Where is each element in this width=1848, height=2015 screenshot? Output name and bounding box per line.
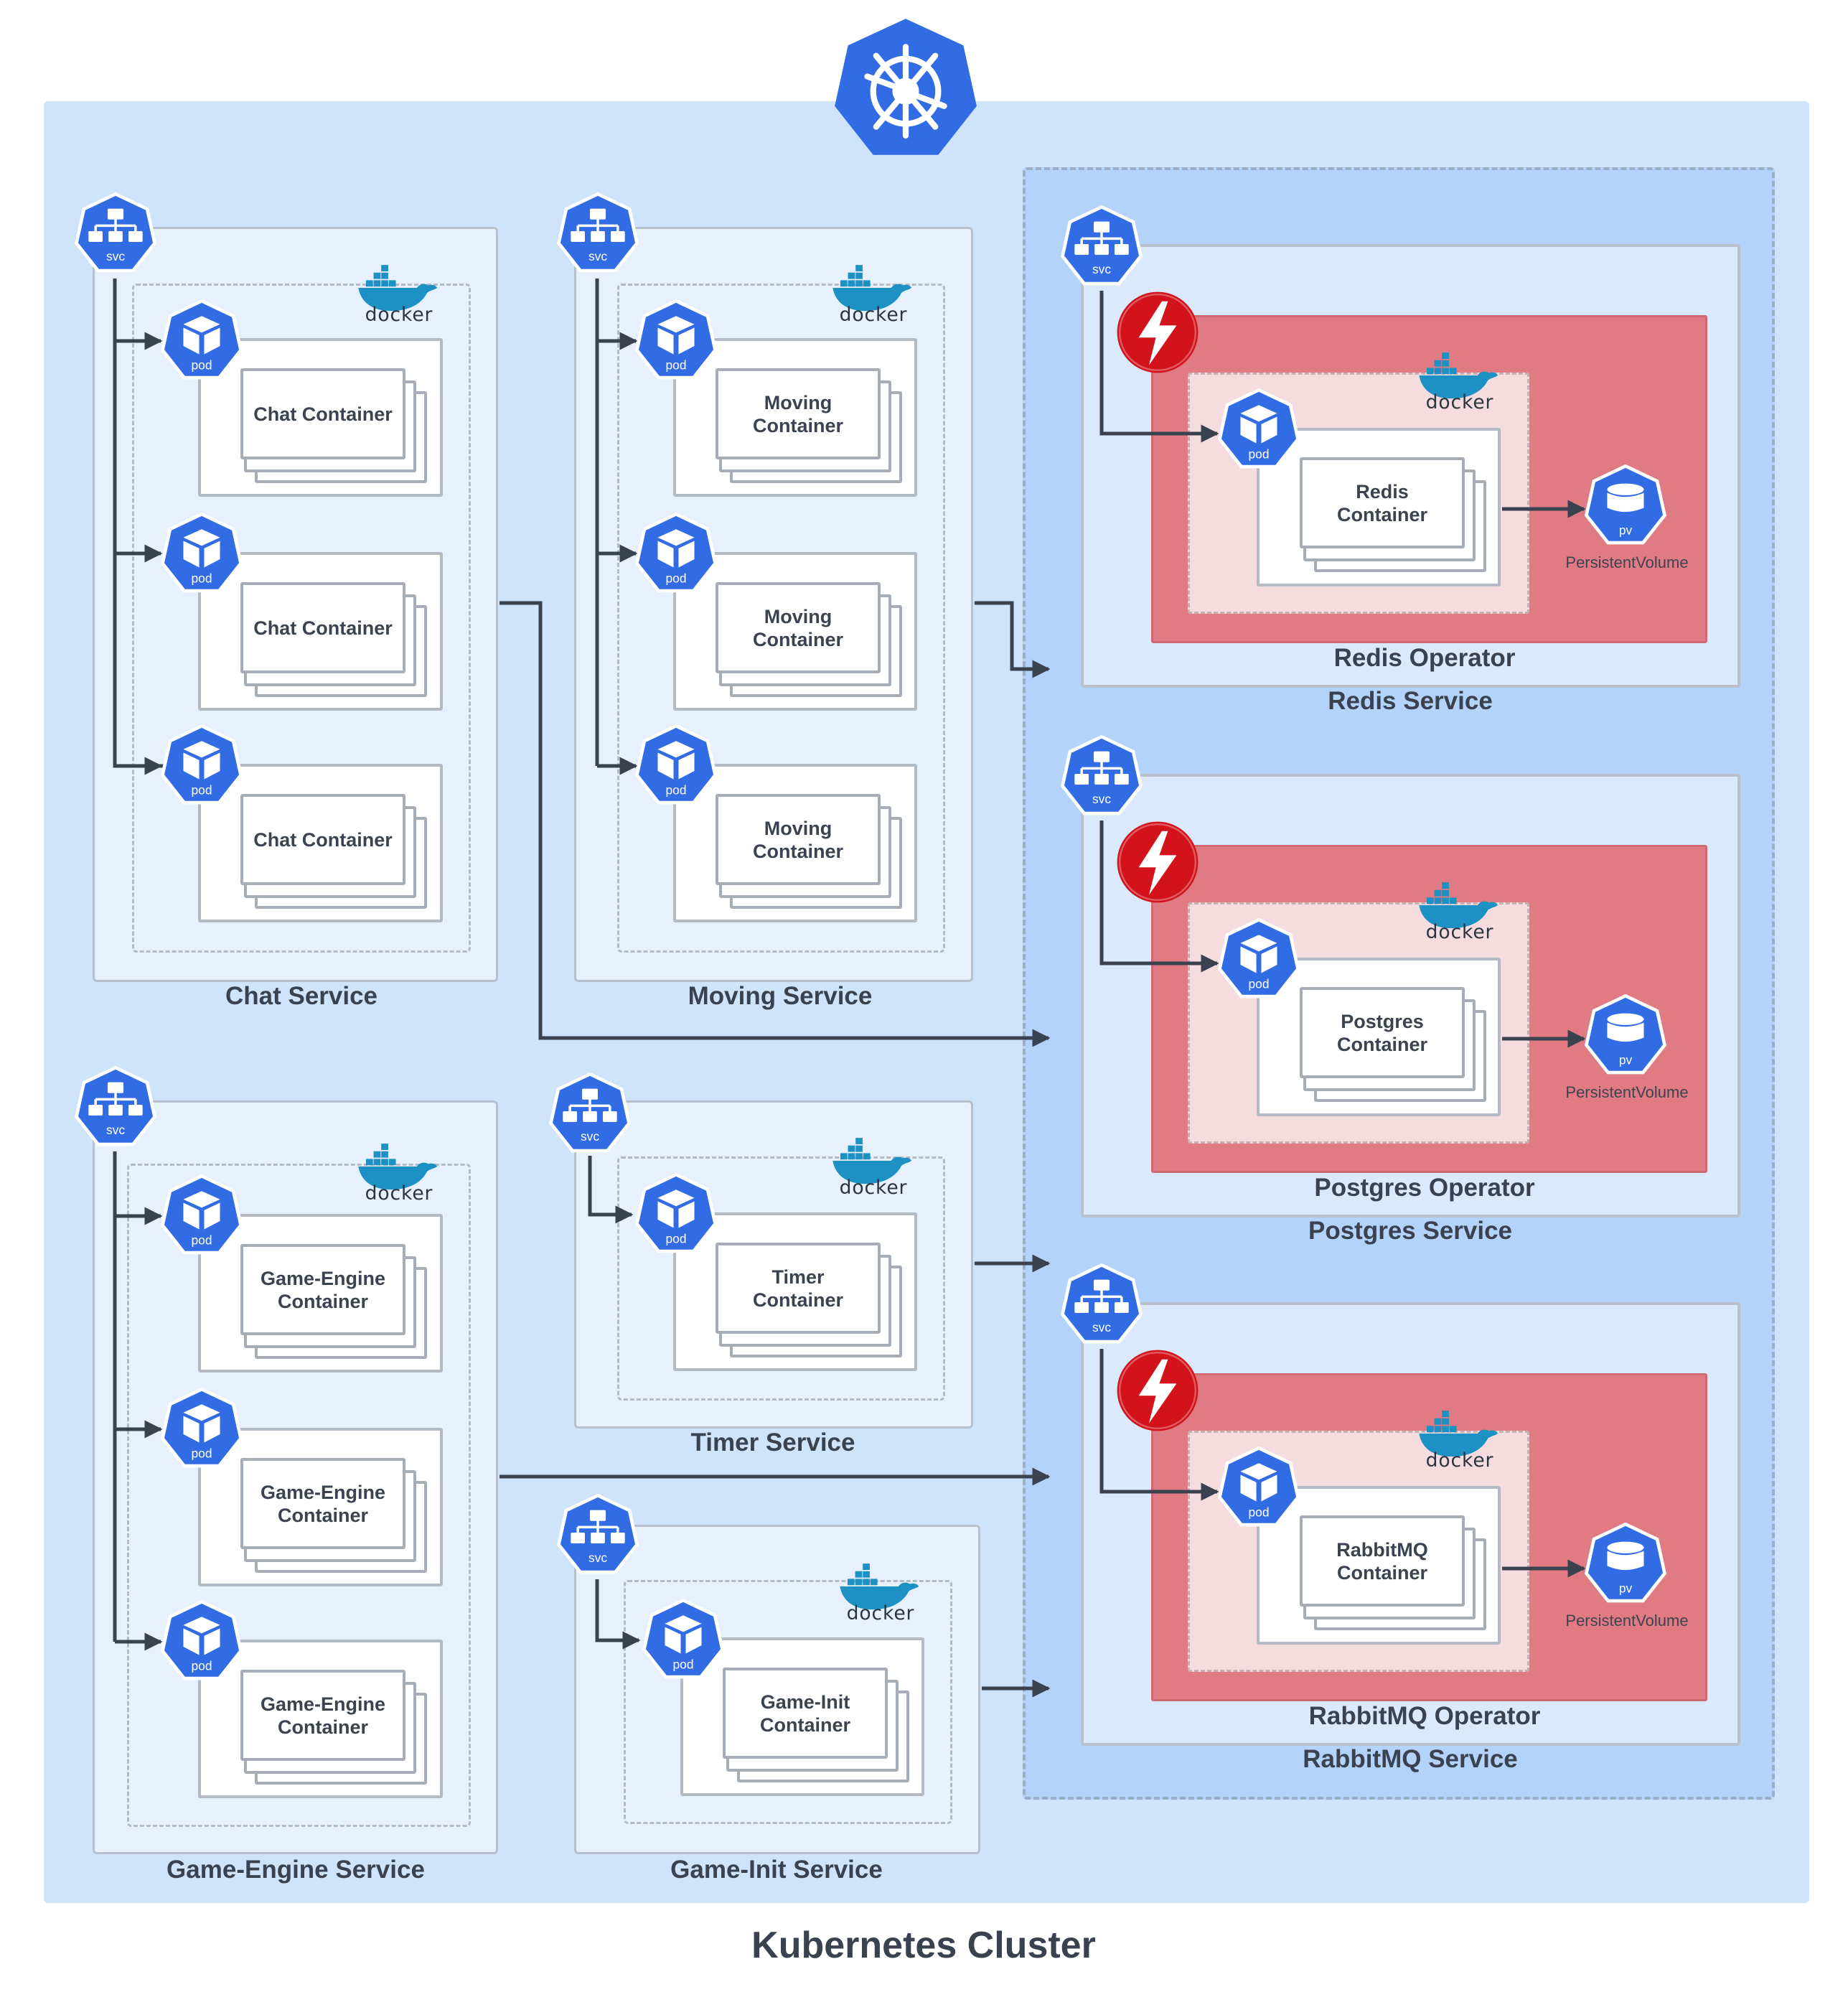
svc-label: svc [1092, 792, 1111, 806]
pod-label: pod [665, 571, 686, 585]
operator-lightning-icon [1115, 289, 1201, 375]
chat-to-postgres-arrow [499, 601, 1051, 1047]
pv-icon: pv [1584, 994, 1667, 1077]
pod-label: pod [191, 782, 212, 797]
pod-icon: pod [634, 299, 718, 383]
svc-icon: svc [548, 1072, 632, 1156]
rabbitmq-svc-to-pod [1099, 1349, 1219, 1501]
pod-label: pod [665, 357, 686, 372]
game-init-service-title: Game-Init Service [670, 1856, 883, 1884]
rabbitmq-operator-title: RabbitMQ Operator [1308, 1702, 1541, 1730]
postgres-service-title: Postgres Service [1308, 1217, 1513, 1245]
pod-icon: pod [160, 513, 243, 596]
svc-icon: svc [1060, 735, 1143, 818]
operator-lightning-icon [1115, 819, 1201, 905]
svc-icon: svc [556, 192, 639, 276]
svc-icon: svc [1060, 205, 1143, 289]
pod-icon: pod [634, 724, 718, 808]
game-init-svc-to-pod [595, 1579, 641, 1650]
svc-label: svc [588, 249, 607, 263]
pod-label: pod [191, 571, 212, 585]
persistent-volume-label: PersistentVolume [1565, 553, 1689, 571]
moving-to-redis-arrow [975, 601, 1051, 678]
pod-label: pod [191, 1446, 212, 1460]
svc-label: svc [106, 1123, 125, 1137]
chat-container: Chat Container [240, 582, 405, 673]
redis-svc-to-pod [1099, 291, 1219, 443]
svc-label: svc [581, 1129, 599, 1144]
pod-label: pod [672, 1657, 693, 1671]
pv-icon: pv [1584, 464, 1667, 548]
pod-label: pod [665, 1231, 686, 1245]
persistent-volume-label: PersistentVolume [1565, 1612, 1689, 1630]
pv-icon: pv [1584, 1523, 1667, 1606]
pod-icon: pod [1217, 1446, 1300, 1530]
moving-container: Moving Container [716, 794, 881, 885]
chat-container: Chat Container [240, 368, 405, 459]
pod-label: pod [1248, 976, 1269, 991]
game-engine-container: Game-Engine Container [240, 1458, 405, 1549]
game-engine-container: Game-Engine Container [240, 1244, 405, 1335]
redis-container: Redis Container [1300, 457, 1465, 548]
docker-group [624, 1580, 952, 1824]
pod-label: pod [191, 1233, 212, 1247]
game-engine-service-title: Game-Engine Service [166, 1856, 425, 1884]
pv-label: pv [1619, 1581, 1633, 1595]
svc-label: svc [1092, 262, 1111, 276]
chat-service-title: Chat Service [225, 982, 378, 1010]
postgres-container: Postgres Container [1300, 987, 1465, 1078]
pod-icon: pod [160, 1600, 243, 1683]
pod-label: pod [191, 1658, 212, 1673]
pod-icon: pod [1217, 918, 1300, 1001]
pod-icon: pod [160, 724, 243, 808]
moving-service-title: Moving Service [688, 982, 873, 1010]
svc-icon: svc [556, 1494, 639, 1577]
pod-label: pod [1248, 1505, 1269, 1519]
docker-group [127, 1164, 471, 1827]
timer-container: Timer Container [716, 1243, 881, 1334]
pv-label: pv [1619, 1052, 1633, 1067]
pod-icon: pod [160, 299, 243, 383]
docker-group [617, 284, 945, 953]
postgres-svc-to-pod [1099, 821, 1219, 973]
pod-icon: pod [1217, 388, 1300, 472]
redis-service-title: Redis Service [1328, 687, 1493, 715]
game-engine-container: Game-Engine Container [240, 1670, 405, 1761]
moving-container: Moving Container [716, 582, 881, 673]
chat-container: Chat Container [240, 794, 405, 885]
pod-icon: pod [634, 1173, 718, 1256]
cluster-title: Kubernetes Cluster [751, 1925, 1096, 1966]
persistent-volume-label: PersistentVolume [1565, 1083, 1689, 1101]
pod-icon: pod [160, 1174, 243, 1258]
redis-operator-title: Redis Operator [1333, 644, 1516, 672]
chat-svc-trunk [113, 279, 164, 768]
moving-container: Moving Container [716, 368, 881, 459]
rabbitmq-container: RabbitMQ Container [1300, 1515, 1465, 1607]
pod-icon: pod [160, 1388, 243, 1471]
game-init-container: Game-Init Container [723, 1668, 888, 1759]
pod-icon: pod [642, 1599, 725, 1682]
svc-icon: svc [74, 1066, 157, 1149]
svc-icon: svc [1060, 1263, 1143, 1347]
svc-icon: svc [74, 192, 157, 276]
svc-label: svc [1092, 1320, 1111, 1334]
svc-label: svc [588, 1551, 607, 1565]
pod-label: pod [1248, 447, 1269, 461]
svc-label: svc [106, 249, 125, 263]
timer-svc-to-pod [588, 1156, 634, 1224]
operator-lightning-icon [1115, 1347, 1201, 1434]
docker-group [132, 284, 471, 953]
postgres-operator-title: Postgres Operator [1314, 1174, 1535, 1202]
pv-label: pv [1619, 523, 1633, 537]
timer-service-title: Timer Service [690, 1429, 855, 1457]
pod-label: pod [191, 357, 212, 372]
rabbitmq-service-title: RabbitMQ Service [1303, 1745, 1518, 1773]
docker-group [617, 1156, 945, 1401]
pod-label: pod [665, 782, 686, 797]
pod-icon: pod [634, 513, 718, 596]
